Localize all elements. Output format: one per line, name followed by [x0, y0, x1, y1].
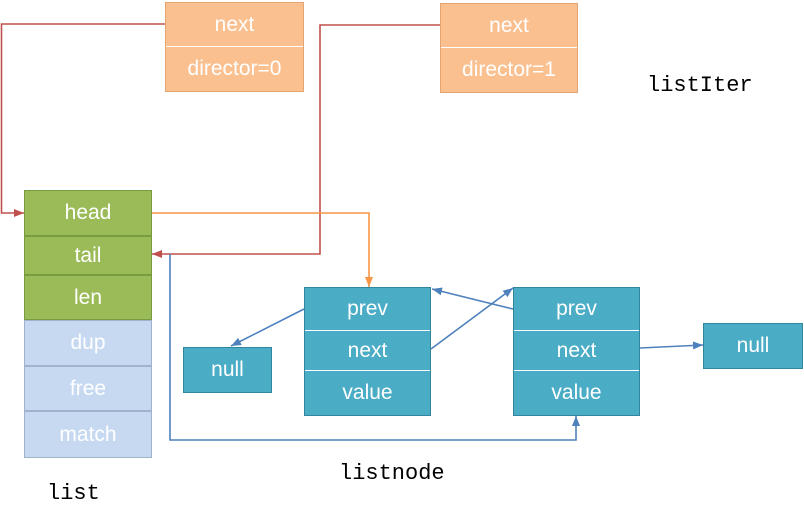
null-box-left: null [183, 347, 272, 393]
list-field-tail: tail [24, 236, 152, 275]
node-next-cell: next [514, 331, 639, 371]
list-iter-1: next director=1 [440, 3, 578, 93]
list-struct: head tail len dup free match [24, 190, 152, 458]
node-next-cell: next [305, 331, 430, 371]
list-field-len: len [24, 275, 152, 320]
node-value-cell: value [342, 381, 393, 404]
null-text: null [211, 358, 244, 381]
list-label: list [47, 481, 100, 506]
arrow-node1-prev-to-node0 [431, 287, 514, 310]
node-prev-cell: prev [305, 288, 430, 331]
listnode-0: prev next value [304, 287, 431, 416]
iter-direction-cell: director=1 [462, 58, 556, 81]
iter-direction-cell: director=0 [187, 57, 282, 80]
null-text: null [736, 334, 770, 357]
arrow-iter0-next-to-head [0, 23, 165, 217]
iter-next-cell: next [166, 3, 303, 47]
arrow-node1-next-to-null [639, 341, 704, 350]
arrow-node0-prev-to-null [230, 308, 305, 347]
node-value-cell: value [551, 381, 602, 404]
arrow-head-to-node0 [152, 212, 373, 287]
list-field-free: free [24, 366, 152, 411]
null-box-right: null [703, 323, 803, 369]
list-field-head: head [24, 190, 152, 236]
list-iter-0: next director=0 [165, 2, 304, 92]
list-field-dup: dup [24, 320, 152, 366]
list-field-match: match [24, 411, 152, 458]
list-iter-label: listIter [647, 73, 753, 98]
iter-next-cell: next [441, 4, 577, 48]
arrow-node0-next-to-node1 [430, 287, 514, 350]
listnode-1: prev next value [513, 287, 640, 416]
node-prev-cell: prev [514, 288, 639, 331]
listnode-label: listnode [339, 461, 445, 486]
